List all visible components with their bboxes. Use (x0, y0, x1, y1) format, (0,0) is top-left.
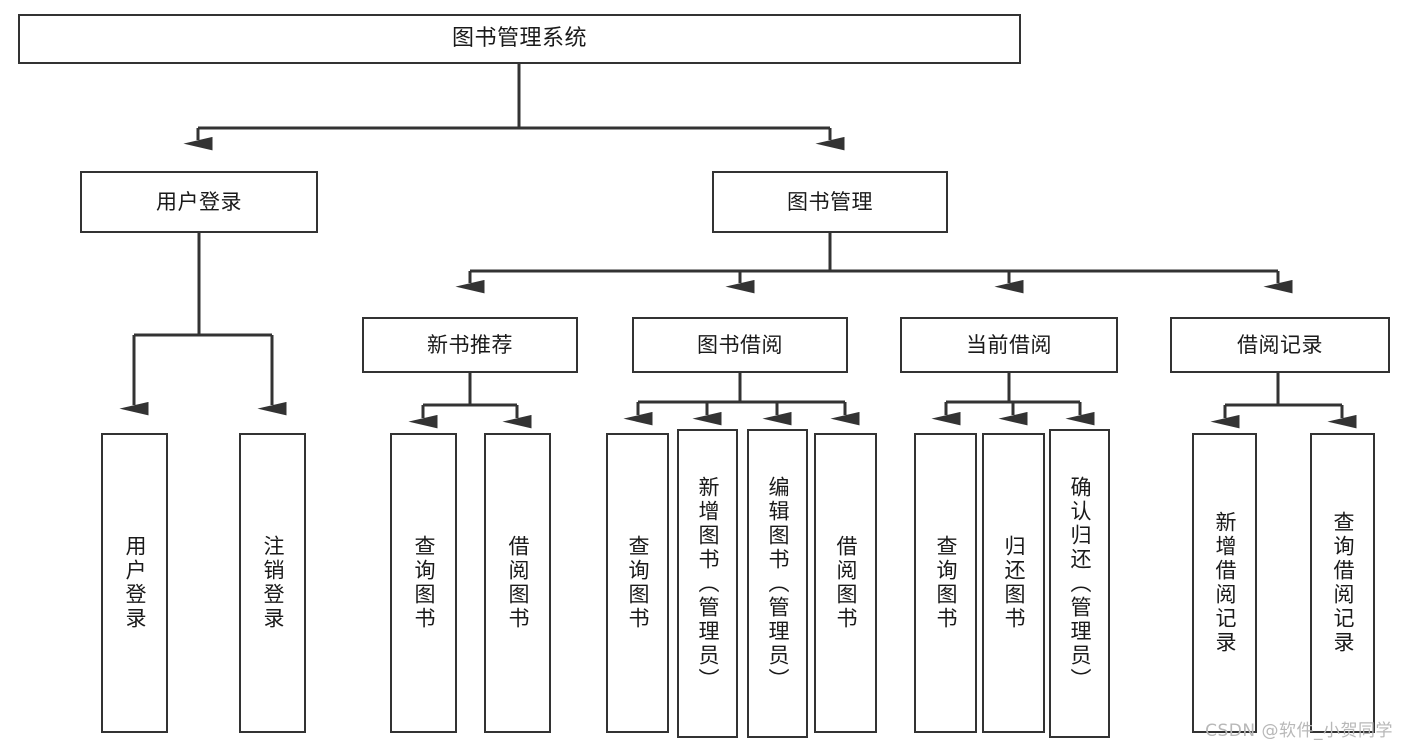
node-leaf-confirm-return[interactable]: 确认归还（管理员） (1049, 429, 1110, 738)
node-borrow-record-label: 借阅记录 (1237, 332, 1323, 357)
node-book-manage[interactable]: 图书管理 (712, 171, 948, 233)
node-book-borrow[interactable]: 图书借阅 (632, 317, 848, 373)
node-root-label: 图书管理系统 (451, 26, 587, 52)
node-leaf-borrow-book-a-label: 借阅图书 (506, 535, 531, 631)
node-leaf-add-record-label: 新增借阅记录 (1213, 511, 1238, 655)
node-leaf-query-record[interactable]: 查询借阅记录 (1310, 433, 1375, 733)
node-leaf-query-book-c-label: 查询图书 (934, 535, 959, 631)
node-leaf-return-book-label: 归还图书 (1002, 535, 1027, 631)
node-user-login[interactable]: 用户登录 (80, 171, 318, 233)
node-leaf-query-book-a-label: 查询图书 (412, 535, 437, 631)
node-leaf-add-book[interactable]: 新增图书（管理员） (677, 429, 738, 738)
node-current-borrow-label: 当前借阅 (966, 332, 1052, 357)
node-leaf-query-book-a[interactable]: 查询图书 (390, 433, 457, 733)
node-leaf-edit-book[interactable]: 编辑图书（管理员） (747, 429, 808, 738)
node-root[interactable]: 图书管理系统 (18, 14, 1021, 64)
node-leaf-borrow-book-a[interactable]: 借阅图书 (484, 433, 551, 733)
node-leaf-confirm-return-label: 确认归还（管理员） (1068, 475, 1093, 692)
node-leaf-edit-book-label: 编辑图书（管理员） (766, 475, 791, 692)
node-new-book-rec[interactable]: 新书推荐 (362, 317, 578, 373)
node-leaf-borrow-book-b-label: 借阅图书 (834, 535, 859, 631)
node-leaf-return-book[interactable]: 归还图书 (982, 433, 1045, 733)
node-leaf-query-book-b-label: 查询图书 (626, 535, 651, 631)
node-leaf-add-book-label: 新增图书（管理员） (696, 475, 721, 692)
node-borrow-record[interactable]: 借阅记录 (1170, 317, 1390, 373)
node-leaf-query-book-c[interactable]: 查询图书 (914, 433, 977, 733)
node-leaf-logout-label: 注销登录 (261, 535, 286, 631)
node-current-borrow[interactable]: 当前借阅 (900, 317, 1118, 373)
node-book-manage-label: 图书管理 (787, 189, 873, 214)
node-leaf-query-record-label: 查询借阅记录 (1331, 511, 1356, 655)
node-leaf-user-login[interactable]: 用户登录 (101, 433, 168, 733)
node-leaf-logout[interactable]: 注销登录 (239, 433, 306, 733)
node-user-login-label: 用户登录 (156, 189, 242, 214)
node-new-book-rec-label: 新书推荐 (427, 332, 513, 357)
node-leaf-borrow-book-b[interactable]: 借阅图书 (814, 433, 877, 733)
node-book-borrow-label: 图书借阅 (697, 332, 783, 357)
node-leaf-user-login-label: 用户登录 (123, 535, 148, 631)
node-leaf-add-record[interactable]: 新增借阅记录 (1192, 433, 1257, 733)
node-leaf-query-book-b[interactable]: 查询图书 (606, 433, 669, 733)
